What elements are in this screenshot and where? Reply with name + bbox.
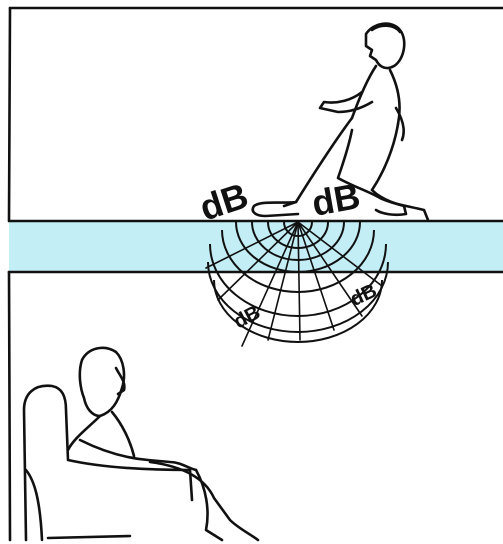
db-label-lower-left: dB: [230, 301, 264, 333]
floor-slab: [9, 221, 503, 272]
left-wall-upper: [9, 8, 10, 220]
woman-hair: [80, 348, 124, 416]
seated-woman-figure: [24, 348, 258, 540]
man-right-shoe: [372, 190, 406, 215]
woman-legs: [150, 462, 258, 540]
left-wall-lower: [9, 272, 10, 540]
db-label-center: dB: [309, 175, 363, 224]
db-label-lower-right: dB: [347, 280, 380, 311]
man-arm: [320, 92, 372, 112]
